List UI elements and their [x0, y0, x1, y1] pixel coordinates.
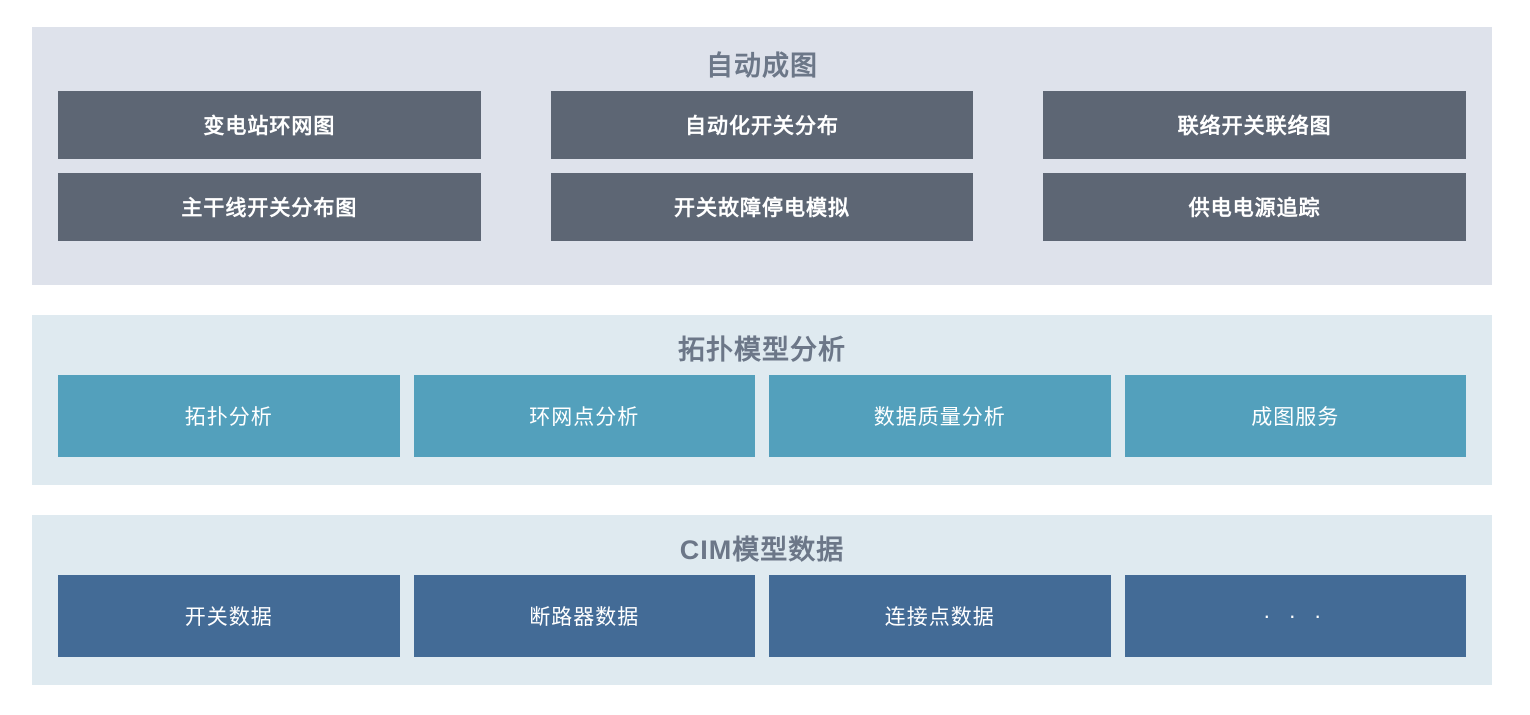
tile-automated-switch-distribution[interactable]: 自动化开关分布: [550, 91, 974, 159]
section-auto-mapping: 自动成图 变电站环网图 自动化开关分布 联络开关联络图 主干线开关分布图 开关故…: [32, 27, 1492, 285]
tile-label: 数据质量分析: [873, 406, 1006, 429]
tile-topology-analysis[interactable]: 拓扑分析: [58, 375, 400, 457]
tile-label: 连接点数据: [884, 606, 995, 629]
tile-label: 供电电源追踪: [1188, 197, 1321, 220]
section-topology-analysis: 拓扑模型分析 拓扑分析 环网点分析 数据质量分析 成图服务: [32, 315, 1492, 485]
tile-label: · · ·: [1263, 603, 1328, 628]
tile-label: 变电站环网图: [203, 115, 336, 138]
section-title-auto-mapping: 自动成图: [706, 51, 818, 81]
tile-switch-fault-outage-simulation[interactable]: 开关故障停电模拟: [550, 173, 974, 241]
tile-power-supply-tracing[interactable]: 供电电源追踪: [1043, 173, 1467, 241]
tile-label: 开关故障停电模拟: [674, 197, 850, 220]
tile-mapping-service[interactable]: 成图服务: [1124, 375, 1466, 457]
tile-label: 环网点分析: [529, 406, 640, 429]
tile-label: 拓扑分析: [184, 406, 273, 429]
tile-label: 开关数据: [184, 606, 273, 629]
tile-switch-data[interactable]: 开关数据: [58, 575, 400, 657]
section-title-topology-analysis: 拓扑模型分析: [678, 335, 846, 365]
tile-row: 开关数据 断路器数据 连接点数据 · · ·: [58, 575, 1466, 657]
tile-connectivity-node-data[interactable]: 连接点数据: [769, 575, 1111, 657]
tile-trunk-line-switch-distribution[interactable]: 主干线开关分布图: [58, 173, 481, 241]
architecture-stack: 自动成图 变电站环网图 自动化开关分布 联络开关联络图 主干线开关分布图 开关故…: [32, 27, 1492, 685]
tile-tie-switch-connection-diagram[interactable]: 联络开关联络图: [1043, 91, 1467, 159]
tile-label: 联络开关联络图: [1177, 115, 1332, 138]
tile-row: 拓扑分析 环网点分析 数据质量分析 成图服务: [58, 375, 1466, 457]
tile-circuit-breaker-data[interactable]: 断路器数据: [413, 575, 755, 657]
tile-label: 断路器数据: [529, 606, 640, 629]
tile-data-quality-analysis[interactable]: 数据质量分析: [769, 375, 1111, 457]
tile-row: 主干线开关分布图 开关故障停电模拟 供电电源追踪: [58, 173, 1467, 241]
tile-label: 成图服务: [1251, 406, 1340, 429]
section-cim-model-data: CIM模型数据 开关数据 断路器数据 连接点数据 · · ·: [32, 515, 1492, 685]
tile-ring-network-point-analysis[interactable]: 环网点分析: [413, 375, 755, 457]
tile-substation-ring-diagram[interactable]: 变电站环网图: [58, 91, 481, 159]
section-title-cim-model-data: CIM模型数据: [679, 535, 845, 565]
tile-label: 主干线开关分布图: [181, 197, 358, 220]
tile-label: 自动化开关分布: [685, 115, 839, 138]
tile-row: 变电站环网图 自动化开关分布 联络开关联络图: [58, 91, 1467, 159]
tile-more-data[interactable]: · · ·: [1124, 575, 1466, 657]
